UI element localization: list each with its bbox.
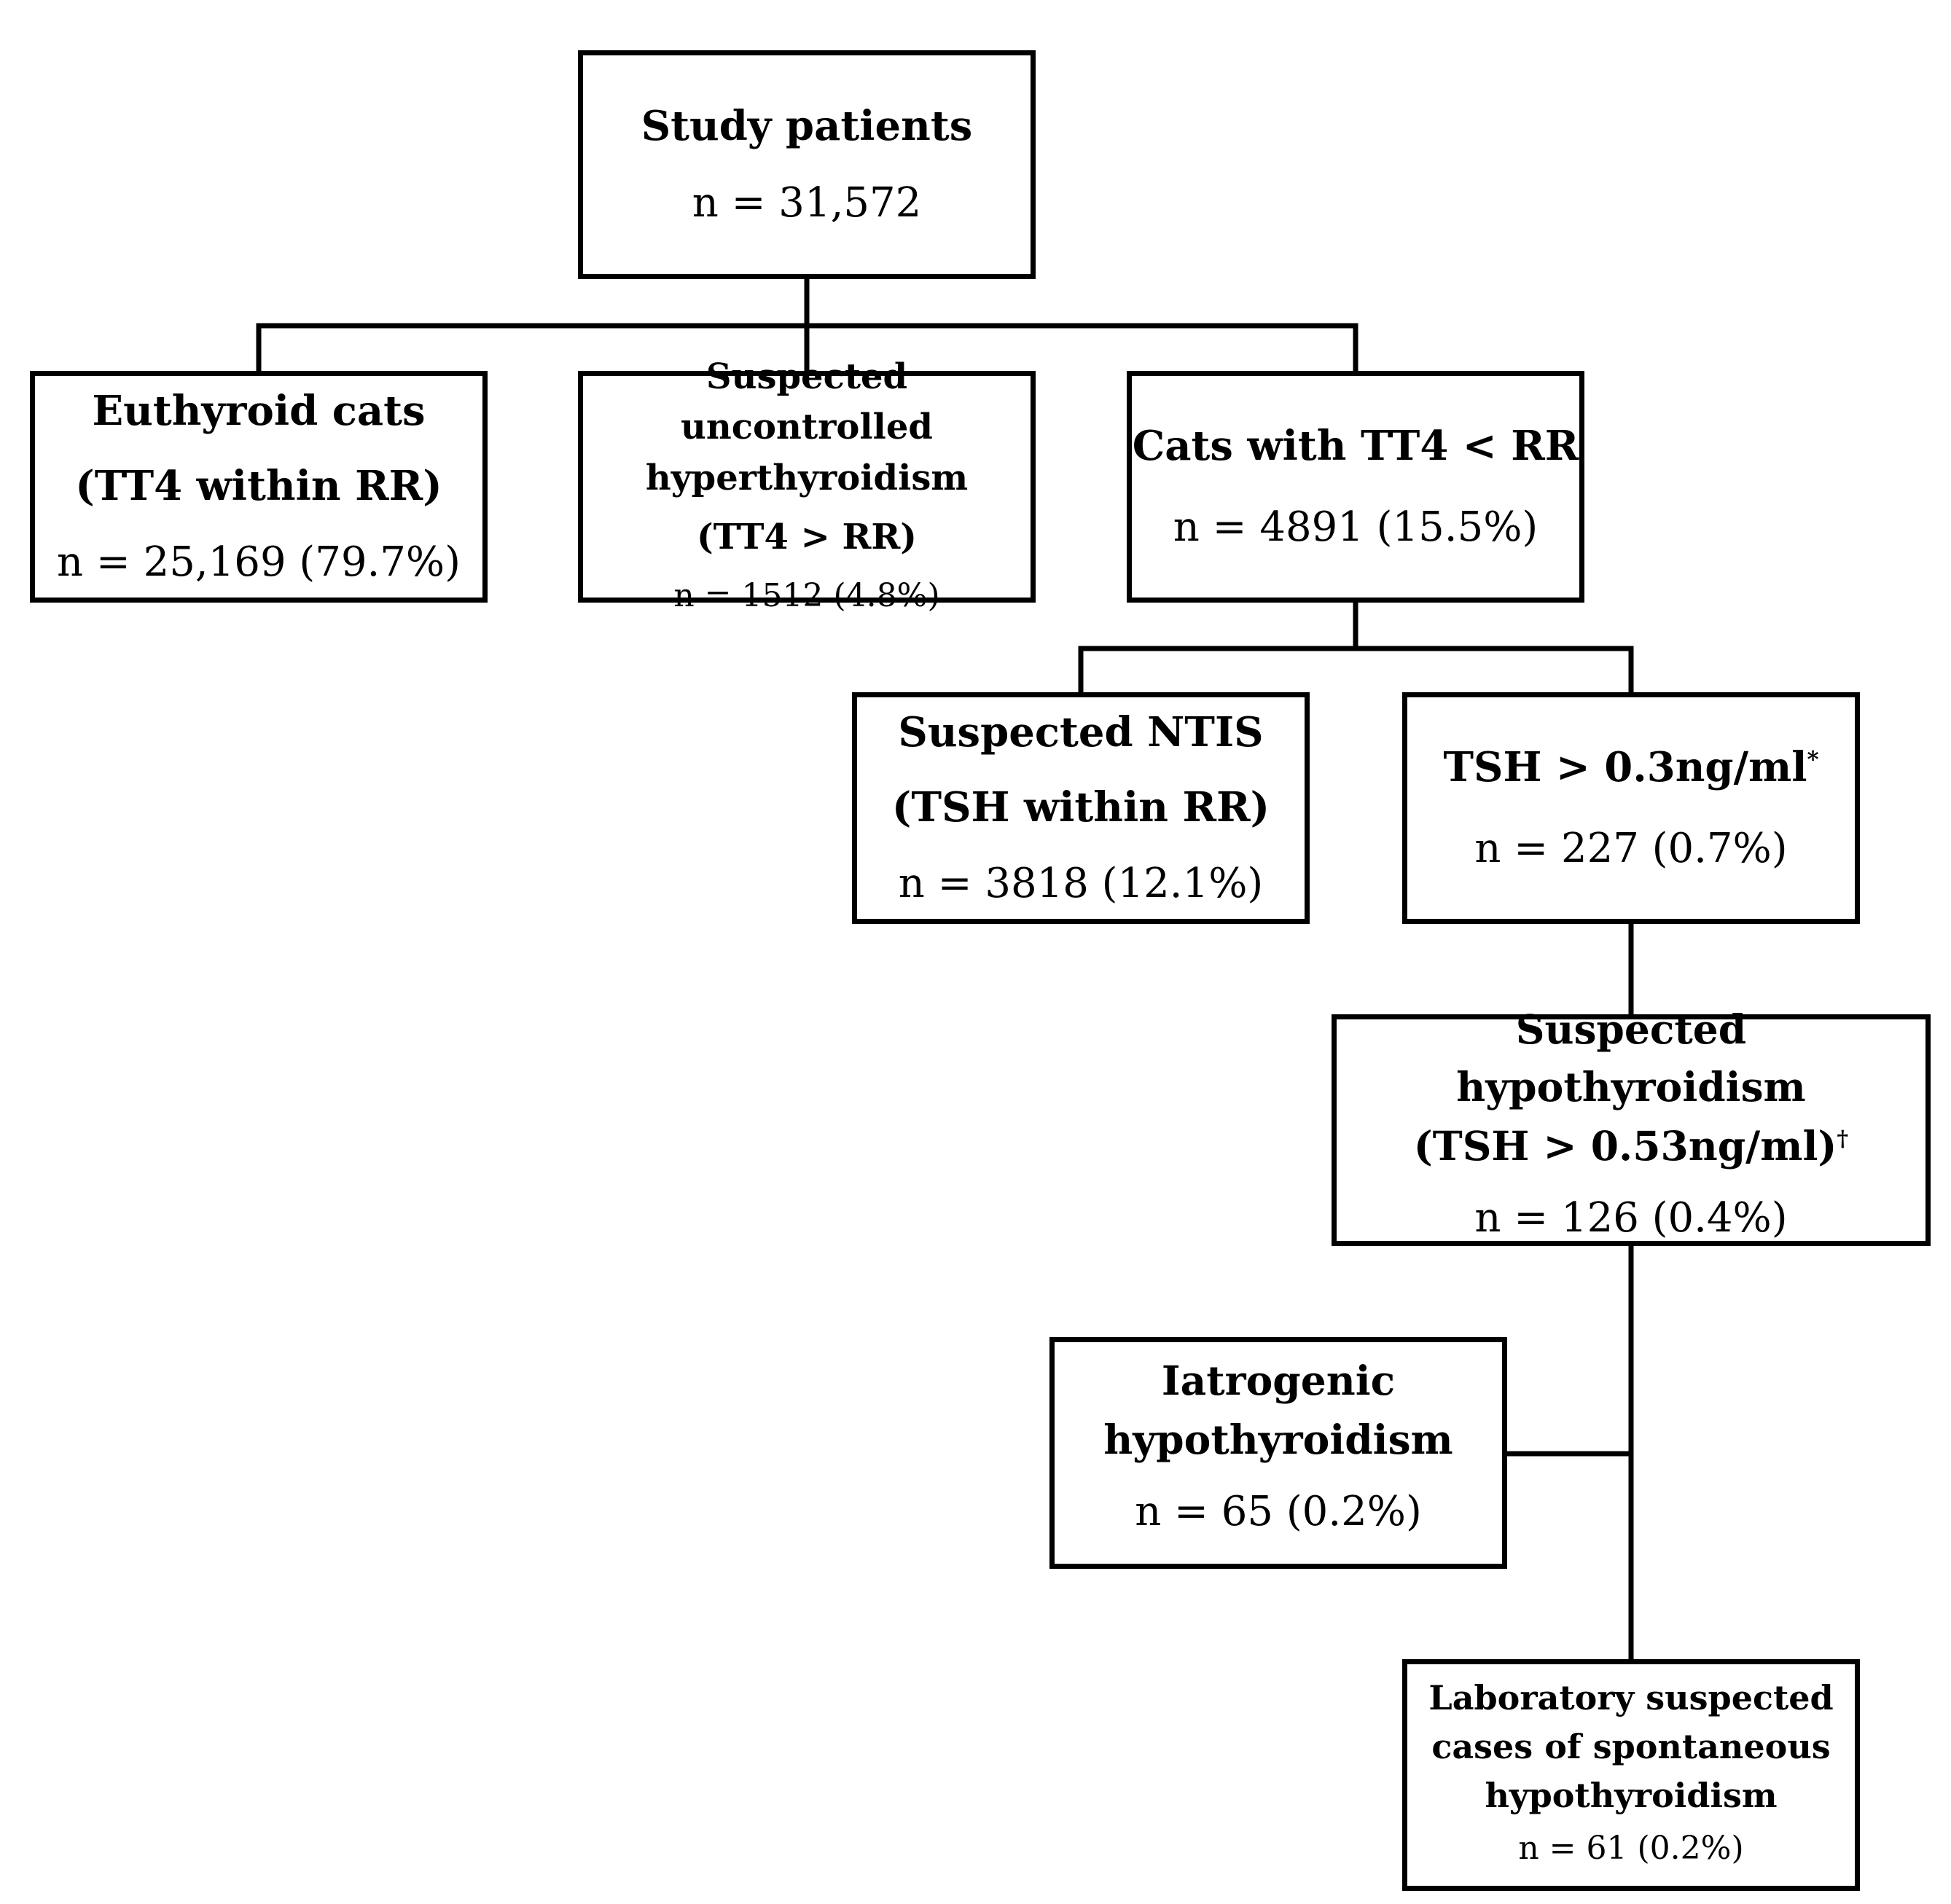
- node-suspected-uncontrolled-hyperthyroidism: Suspected uncontrolled hyperthyroidism (…: [578, 356, 1036, 614]
- node-count: n = 65 (0.2%): [1135, 1487, 1422, 1535]
- node-count: n = 25,169 (79.7%): [57, 538, 461, 586]
- node-title-line: Suspected hypothyroidism: [1456, 1005, 1806, 1111]
- node-title-line: (TSH > 0.53ng/ml)†: [1414, 1116, 1848, 1177]
- node-title-text: TSH > 0.3ng/ml: [1443, 743, 1807, 791]
- node-title-line: Laboratory suspected: [1428, 1678, 1834, 1718]
- footnote-mark: †: [1837, 1126, 1849, 1152]
- node-suspected-ntis: Suspected NTIS (TSH within RR) n = 3818 …: [852, 692, 1310, 924]
- node-count: n = 1512 (4.8%): [673, 576, 940, 614]
- node-title-line: hypothyroidism: [1485, 1775, 1778, 1815]
- node-title-line: (TSH within RR): [891, 783, 1270, 832]
- node-title: TSH > 0.3ng/ml*: [1443, 726, 1818, 808]
- node-title-text: (TSH > 0.53ng/ml): [1413, 1122, 1837, 1170]
- node-title-line: (TT4 within RR): [75, 462, 442, 511]
- node-count: n = 31,572: [692, 179, 922, 227]
- node-title-line: hypothyroidism: [1103, 1416, 1453, 1464]
- node-suspected-hypothyroidism: Suspected hypothyroidism (TSH > 0.53ng/m…: [1332, 1006, 1931, 1246]
- node-tsh-above-0-3: TSH > 0.3ng/ml* n = 227 (0.7%): [1402, 692, 1860, 924]
- node-count: n = 227 (0.7%): [1474, 825, 1788, 872]
- node-iatrogenic-hypothyroidism: Iatrogenic hypothyroidism n = 65 (0.2%): [1049, 1337, 1507, 1569]
- node-title-line: Euthyroid cats: [92, 386, 426, 435]
- node-cats-tt4-below-rr: Cats with TT4 < RR n = 4891 (15.5%): [1127, 371, 1584, 603]
- node-title: Cats with TT4 < RR: [1132, 422, 1579, 470]
- node-title-line: (TT4 > RR): [697, 516, 917, 557]
- node-count: n = 3818 (12.1%): [898, 859, 1264, 907]
- node-title-line: cases of spontaneous: [1431, 1727, 1831, 1767]
- node-title-line: Suspected uncontrolled: [681, 356, 933, 448]
- node-laboratory-suspected-spontaneous: Laboratory suspected cases of spontaneou…: [1402, 1659, 1860, 1891]
- node-count: n = 4891 (15.5%): [1173, 504, 1538, 551]
- node-title-line: Suspected NTIS: [898, 708, 1264, 756]
- node-title-line: hyperthyroidism: [645, 458, 969, 499]
- node-title-line: Iatrogenic: [1161, 1357, 1396, 1405]
- node-euthyroid-cats: Euthyroid cats (TT4 within RR) n = 25,16…: [30, 371, 488, 603]
- node-study-patients: Study patients n = 31,572: [578, 50, 1036, 279]
- footnote-mark: *: [1807, 746, 1819, 773]
- node-title: Study patients: [641, 101, 973, 150]
- node-count: n = 61 (0.2%): [1518, 1829, 1744, 1867]
- node-count: n = 126 (0.4%): [1474, 1194, 1788, 1242]
